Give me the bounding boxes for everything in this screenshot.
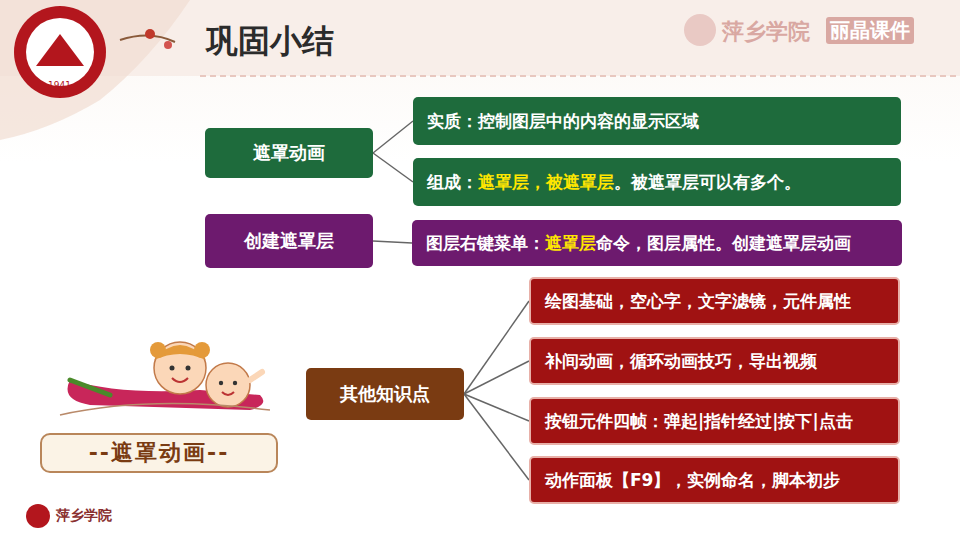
logo-inner: [26, 18, 94, 86]
ground-line: [60, 404, 270, 415]
box-text: 实质：控制图层中的内容的显示区域: [427, 110, 699, 133]
kid-mouth: [222, 392, 234, 395]
connector: [373, 241, 412, 243]
slide-title: 巩固小结: [206, 20, 334, 64]
flower: [164, 41, 172, 49]
detail-box: 补间动画，循环动画技巧，导出视频: [529, 337, 900, 385]
connector: [373, 153, 413, 182]
corner-decoration: [0, 0, 190, 140]
detail-box: 动作面板【F9】，实例命名，脚本初步: [529, 456, 900, 504]
box-text: 创建遮罩层: [244, 229, 334, 253]
kid-mouth: [172, 378, 188, 382]
logo-year: 1941: [48, 80, 71, 90]
header-rule: [200, 75, 960, 77]
flower: [145, 29, 155, 39]
connector: [373, 121, 413, 153]
box-text: 补间动画，循环动画技巧，导出视频: [545, 350, 817, 373]
detail-box: 按钮元件四帧：弹起|指针经过|按下|点击: [529, 397, 900, 445]
kid-head: [206, 363, 250, 407]
box-text: 动作面板【F9】，实例命名，脚本初步: [545, 469, 840, 492]
topic-box: 其他知识点: [306, 368, 464, 420]
kid-bun: [150, 342, 166, 358]
kid-leg: [70, 380, 110, 395]
connector: [464, 394, 529, 480]
box-text: 遮罩动画: [253, 141, 325, 165]
detail-box: 绘图基础，空心字，文字滤镜，元件属性: [529, 277, 900, 325]
banner-box: --遮罩动画--: [40, 433, 278, 473]
kid-eye: [170, 366, 175, 371]
detail-box: 实质：控制图层中的内容的显示区域: [413, 97, 901, 145]
logo-mountain: [36, 34, 84, 66]
topic-box: 遮罩动画: [205, 128, 373, 178]
detail-box: 图层右键菜单：遮罩层命令，图层属性。创建遮罩层动画: [412, 220, 902, 266]
box-text: 图层右键菜单：遮罩层命令，图层属性。创建遮罩层动画: [426, 232, 851, 255]
box-text: 其他知识点: [340, 382, 430, 406]
detail-box: 组成：遮罩层，被遮罩层。被遮罩层可以有多个。: [413, 158, 901, 206]
footer-text: 萍乡学院: [56, 507, 112, 525]
logo-ring: [14, 6, 106, 98]
kid-eye: [186, 366, 191, 371]
watermark-badge: 丽晶课件: [826, 17, 914, 44]
connector: [464, 361, 529, 394]
box-text: 绘图基础，空心字，文字滤镜，元件属性: [545, 290, 851, 313]
watermark-text: 萍乡学院: [722, 17, 810, 47]
box-text: --遮罩动画--: [89, 438, 230, 468]
kid-hand: [250, 372, 262, 380]
box-text: 组成：遮罩层，被遮罩层。被遮罩层可以有多个。: [427, 171, 801, 194]
topic-box: 创建遮罩层: [205, 214, 373, 268]
kid-bun: [194, 342, 210, 358]
footer-logo: [26, 504, 50, 528]
connector: [464, 301, 529, 394]
watermark-logo: [684, 14, 716, 46]
box-text: 按钮元件四帧：弹起|指针经过|按下|点击: [545, 410, 853, 433]
kid-eye: [219, 381, 223, 385]
kid-eye: [233, 381, 237, 385]
